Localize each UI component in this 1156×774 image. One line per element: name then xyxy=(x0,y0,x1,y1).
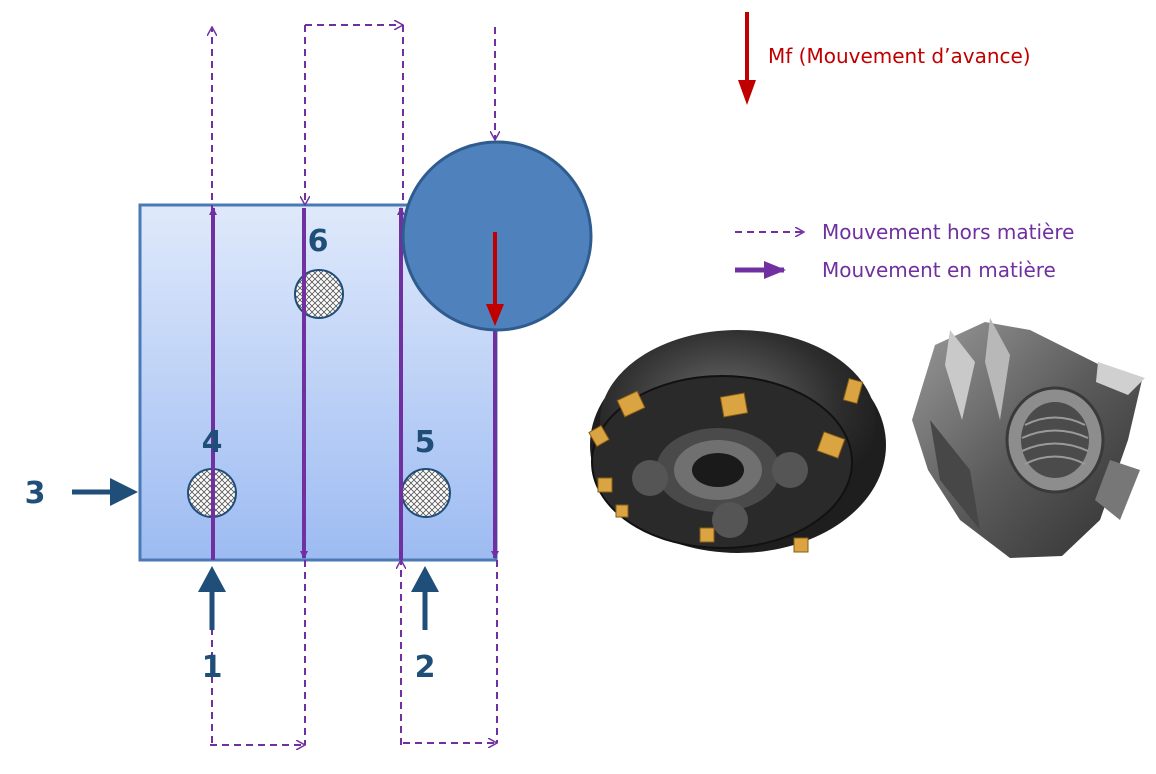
face-mill-icon xyxy=(588,330,886,553)
support-arrow-3 xyxy=(72,478,138,506)
feed-legend-label: Mf (Mouvement d’avance) xyxy=(768,44,1031,68)
label-clamp-5: 5 xyxy=(415,425,436,460)
clamp-5-circle xyxy=(401,468,451,518)
legend-off-material-label: Mouvement hors matière xyxy=(822,220,1074,244)
arrow-down-icon xyxy=(738,12,756,105)
label-clamp-4: 4 xyxy=(202,425,223,460)
label-support-3: 3 xyxy=(25,476,46,511)
toolpath-in-material xyxy=(209,207,499,560)
end-mill-cutter-photo xyxy=(912,318,1145,558)
label-support-1: 1 xyxy=(202,650,223,685)
support-arrow-1 xyxy=(198,566,226,630)
end-mill-icon xyxy=(912,318,1145,558)
face-mill-cutter-photo xyxy=(588,330,886,553)
clamp-6-circle xyxy=(294,269,344,319)
feed-arrow-in-cutter xyxy=(486,232,504,326)
legend-in-material-label: Mouvement en matière xyxy=(822,258,1056,282)
support-arrow-2 xyxy=(411,566,439,630)
label-clamp-6: 6 xyxy=(308,224,329,259)
label-support-2: 2 xyxy=(415,650,436,685)
